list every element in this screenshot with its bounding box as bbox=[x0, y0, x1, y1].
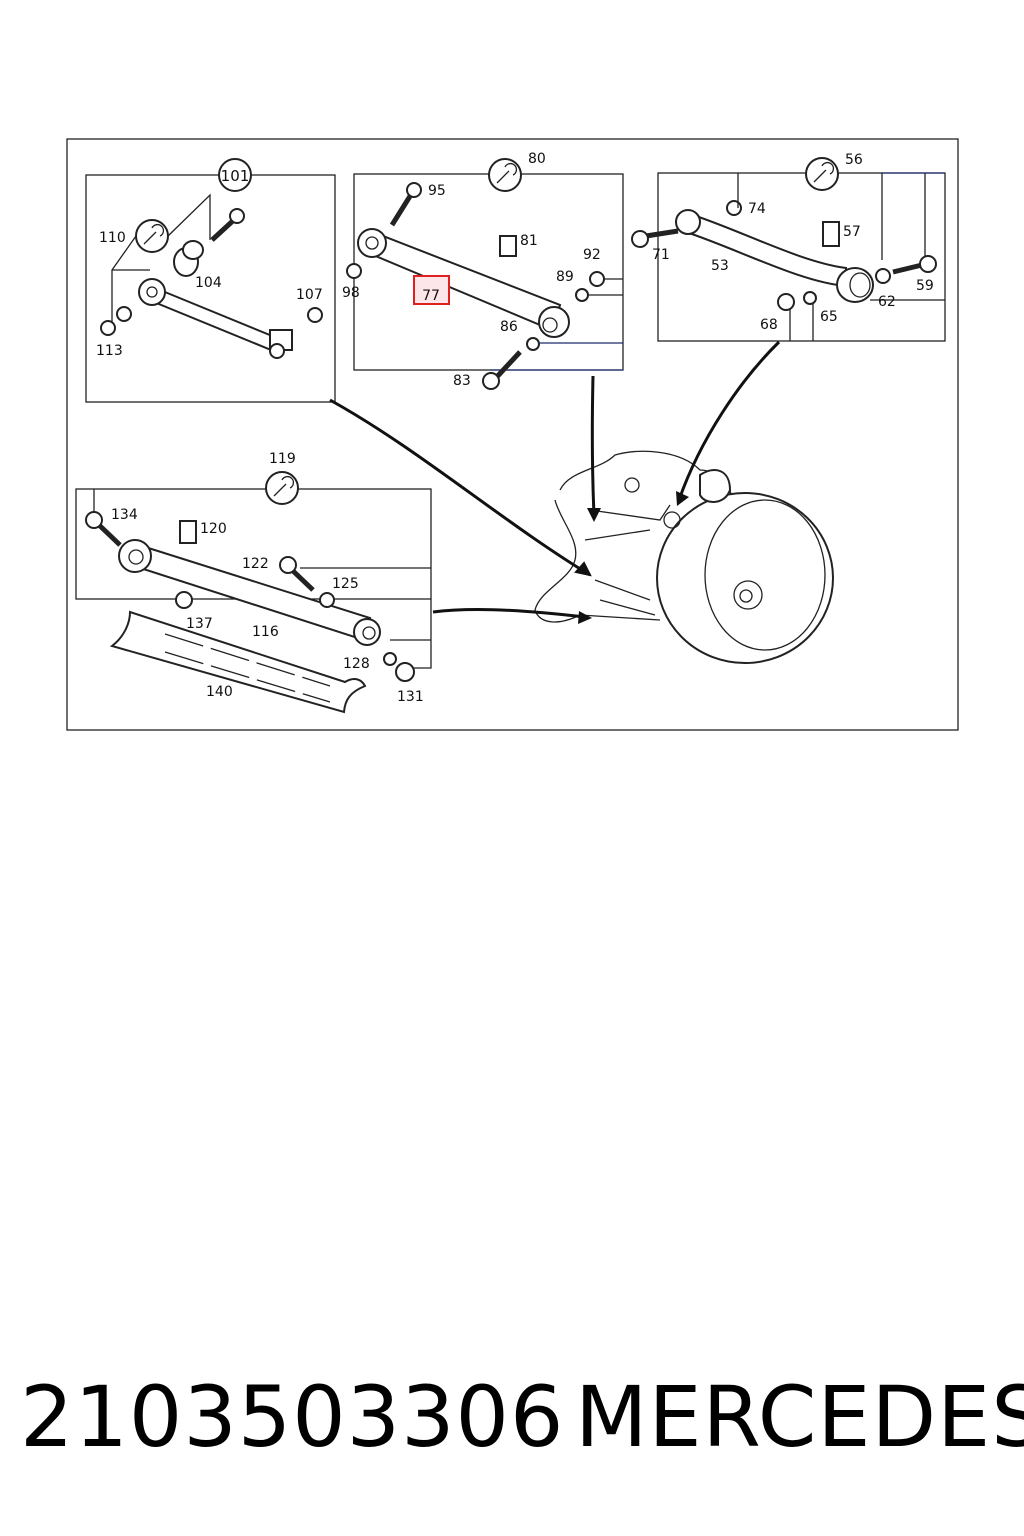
washer-part-89 bbox=[575, 288, 589, 302]
callout-80: 80 bbox=[528, 151, 546, 167]
control-arm-116 bbox=[118, 539, 381, 646]
sleeve-part-120 bbox=[179, 520, 197, 544]
label-86: 86 bbox=[500, 319, 518, 335]
label-140: 140 bbox=[206, 684, 233, 700]
washer-part-128 bbox=[383, 652, 397, 666]
nut-part-68 bbox=[777, 293, 795, 311]
washer-part-125 bbox=[319, 592, 335, 608]
group-80: 80 95 81 92 89 98 77 86 83 bbox=[342, 151, 624, 390]
highlight-box-77 bbox=[413, 275, 450, 305]
control-arm-101 bbox=[138, 278, 293, 359]
label-89: 89 bbox=[556, 269, 574, 285]
bolt-part-134 bbox=[85, 511, 103, 529]
nut-part-74 bbox=[726, 200, 742, 216]
label-134: 134 bbox=[111, 507, 138, 523]
label-122: 122 bbox=[242, 556, 269, 572]
label-62: 62 bbox=[878, 294, 896, 310]
nut-part-92 bbox=[589, 271, 605, 287]
bolt-part-95 bbox=[406, 182, 422, 198]
label-68: 68 bbox=[760, 317, 778, 333]
washer-part-86 bbox=[526, 337, 540, 351]
exploded-parts-diagram: 101 110 104 107 113 bbox=[66, 138, 959, 731]
callout-101: 101 bbox=[221, 167, 250, 185]
washer-part bbox=[116, 306, 132, 322]
label-98: 98 bbox=[342, 285, 360, 301]
label-116: 116 bbox=[252, 624, 279, 640]
pointer-arrows bbox=[329, 340, 781, 624]
brand-name: MERCEDES bbox=[575, 1368, 1024, 1466]
nut-part-107 bbox=[307, 307, 323, 323]
label-71: 71 bbox=[652, 247, 670, 263]
callout-56: 56 bbox=[845, 152, 863, 168]
label-120: 120 bbox=[200, 521, 227, 537]
control-arm-77 bbox=[357, 228, 570, 338]
group-119: 119 134 120 122 125 bbox=[75, 451, 432, 714]
washer-part-65 bbox=[803, 291, 817, 305]
wheel-hub-assembly bbox=[534, 450, 834, 664]
label-107: 107 bbox=[296, 287, 323, 303]
part-footer: 2103503306 MERCEDES bbox=[0, 1362, 1024, 1472]
bolt-part-83 bbox=[482, 372, 500, 390]
label-113: 113 bbox=[96, 343, 123, 359]
wheel-disc bbox=[656, 492, 834, 664]
bolt-part-59 bbox=[919, 255, 937, 273]
label-57: 57 bbox=[843, 224, 861, 240]
nut-part-98 bbox=[346, 263, 362, 279]
nut-part-137 bbox=[175, 591, 193, 609]
label-110: 110 bbox=[99, 230, 126, 246]
label-131: 131 bbox=[397, 689, 424, 705]
strut-part-140 bbox=[109, 610, 367, 714]
label-95: 95 bbox=[428, 183, 446, 199]
nut-part-131 bbox=[395, 662, 415, 682]
bolt-part-71 bbox=[631, 230, 649, 248]
part-number: 2103503306 bbox=[20, 1368, 565, 1466]
label-125: 125 bbox=[332, 576, 359, 592]
sleeve-part-57 bbox=[822, 221, 840, 247]
group-101: 101 110 104 107 113 bbox=[85, 158, 336, 403]
callout-119: 119 bbox=[269, 451, 296, 467]
label-128: 128 bbox=[343, 656, 370, 672]
label-77: 77 bbox=[422, 288, 440, 304]
bolt-part-122 bbox=[279, 556, 297, 574]
label-74: 74 bbox=[748, 201, 766, 217]
label-92: 92 bbox=[583, 247, 601, 263]
sleeve-part-81 bbox=[499, 235, 517, 257]
label-65: 65 bbox=[820, 309, 838, 325]
label-104: 104 bbox=[195, 275, 222, 291]
nut-part bbox=[100, 320, 116, 336]
label-83: 83 bbox=[453, 373, 471, 389]
bolt-part bbox=[210, 208, 245, 242]
group-56: 56 74 57 71 53 62 59 68 65 bbox=[631, 152, 946, 342]
label-53: 53 bbox=[711, 258, 729, 274]
diagram-frame bbox=[66, 138, 959, 731]
label-59: 59 bbox=[916, 278, 934, 294]
washer-part-62 bbox=[875, 268, 891, 284]
label-81: 81 bbox=[520, 233, 538, 249]
label-137: 137 bbox=[186, 616, 213, 632]
callout-circle-101 bbox=[218, 158, 252, 192]
control-arm-53 bbox=[675, 209, 874, 303]
